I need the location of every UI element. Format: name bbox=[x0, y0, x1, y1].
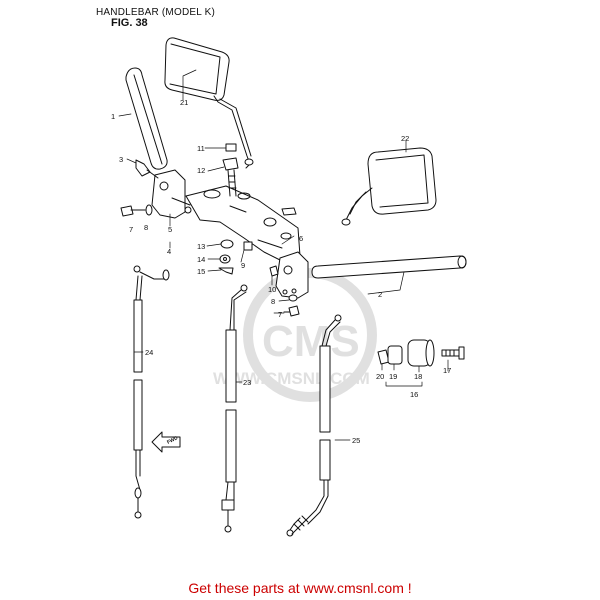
figure-number: FIG. 38 bbox=[111, 17, 148, 29]
diagram-title: HANDLEBAR (MODEL K) bbox=[96, 7, 216, 18]
callout-4: 4 bbox=[167, 247, 171, 256]
callout-15: 15 bbox=[197, 267, 205, 276]
part-13 bbox=[220, 239, 234, 249]
callout-22: 22 bbox=[401, 134, 409, 143]
callout-16: 16 bbox=[410, 390, 418, 399]
bar-end-balancer bbox=[377, 339, 465, 367]
callout-6: 6 bbox=[299, 234, 303, 243]
callout-numbers: 1 2 3 4 5 6 7 7 8 8 9 10 11 12 13 14 15 … bbox=[111, 98, 451, 445]
callout-24: 24 bbox=[145, 348, 153, 357]
callout-23: 23 bbox=[243, 378, 251, 387]
left-handlebar-holder bbox=[151, 169, 192, 219]
callout-7-right: 7 bbox=[278, 310, 282, 319]
cable-23 bbox=[221, 284, 248, 533]
footer-promo-link[interactable]: Get these parts at www.cmsnl.com ! bbox=[188, 580, 412, 596]
right-handlebar-tube bbox=[311, 255, 467, 279]
fwd-label: FWD bbox=[166, 435, 179, 446]
bolt-12 bbox=[222, 157, 239, 197]
callout-25: 25 bbox=[352, 436, 360, 445]
part-15 bbox=[218, 267, 234, 275]
part-14 bbox=[219, 254, 231, 264]
callout-2: 2 bbox=[378, 290, 382, 299]
callout-17: 17 bbox=[443, 366, 451, 375]
callout-8-right: 8 bbox=[271, 297, 275, 306]
callout-3: 3 bbox=[119, 155, 123, 164]
callout-8-left: 8 bbox=[144, 223, 148, 232]
callout-19: 19 bbox=[389, 372, 397, 381]
right-handlebar-holder bbox=[275, 251, 309, 299]
bolt-11 bbox=[225, 143, 237, 152]
left-mirror bbox=[164, 37, 254, 169]
bolt-8-right bbox=[288, 294, 298, 302]
callout-7-left: 7 bbox=[129, 225, 133, 234]
callout-14: 14 bbox=[197, 255, 205, 264]
cms-watermark: CMS WWW.CMSNL.COM bbox=[213, 268, 377, 402]
callout-11: 11 bbox=[197, 144, 205, 153]
bolt-7-left bbox=[120, 204, 153, 217]
callout-13: 13 bbox=[197, 242, 205, 251]
cable-24 bbox=[133, 265, 170, 519]
right-mirror bbox=[341, 147, 437, 226]
part-9 bbox=[243, 207, 297, 251]
callout-18: 18 bbox=[414, 372, 422, 381]
callout-5: 5 bbox=[168, 225, 172, 234]
callout-10: 10 bbox=[268, 285, 276, 294]
left-grip bbox=[125, 67, 168, 170]
bolt-10 bbox=[269, 265, 279, 277]
callout-21: 21 bbox=[180, 98, 188, 107]
callout-20: 20 bbox=[376, 372, 384, 381]
callout-12: 12 bbox=[197, 166, 205, 175]
leader-lines bbox=[118, 69, 449, 441]
bolt-7-right bbox=[283, 305, 300, 317]
watermark-logo: CMS bbox=[262, 317, 360, 366]
callout-9: 9 bbox=[241, 261, 245, 270]
callout-1: 1 bbox=[111, 112, 115, 121]
cable-25 bbox=[286, 314, 342, 537]
fwd-arrow-icon bbox=[151, 431, 181, 453]
handlebar-bracket bbox=[185, 185, 301, 263]
watermark-url: WWW.CMSNL.COM bbox=[213, 369, 370, 388]
bolt-3 bbox=[135, 159, 159, 179]
